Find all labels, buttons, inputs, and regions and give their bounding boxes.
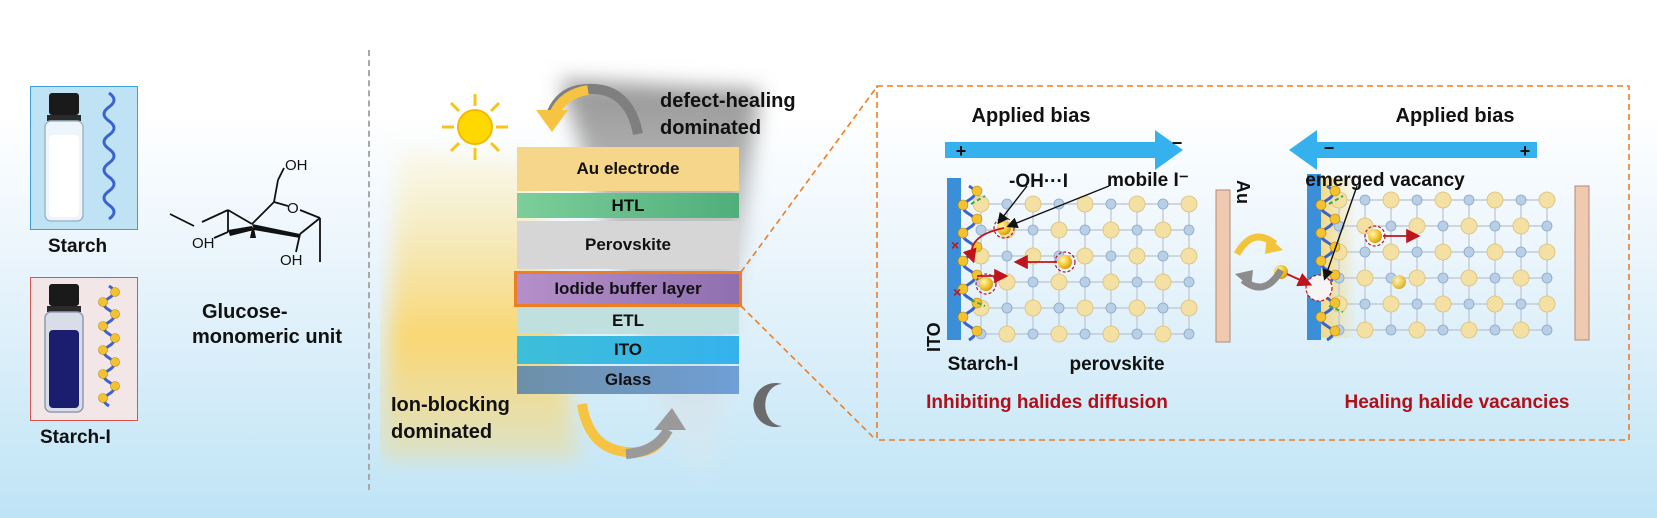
starch-vial-image xyxy=(44,91,116,222)
left-hbond-lines xyxy=(970,195,986,307)
ring-oxygen-label: O xyxy=(287,200,299,217)
glucose-molecule-structure: OH O OH OH xyxy=(169,157,321,269)
left-bias-minus: − xyxy=(1172,133,1183,153)
layer-au-electrode: Au electrode xyxy=(517,147,739,191)
au-electrode-label: Au xyxy=(1233,180,1253,204)
moon-icon xyxy=(753,383,782,427)
left-bias-title: Applied bias xyxy=(972,105,1091,127)
ion-blocking-label-line2: dominated xyxy=(391,421,493,443)
ion-blocking-label-line1: Ion-blocking xyxy=(391,394,510,416)
defect-healing-label-line1: defect-healing xyxy=(660,90,796,112)
recycle-arrows-icon xyxy=(1233,233,1285,291)
right-bias-plus: + xyxy=(1520,141,1531,161)
layer-etl: ETL xyxy=(517,307,739,334)
right-bias-minus: − xyxy=(1324,138,1335,158)
right-caption: Healing halide vacancies xyxy=(1345,392,1570,413)
right-bias-title: Applied bias xyxy=(1396,105,1515,127)
left-caption: Inhibiting halides diffusion xyxy=(926,392,1168,413)
ito-electrode-label: ITO xyxy=(924,322,944,352)
emerged-vacancy-label: emerged vacancy xyxy=(1305,170,1465,191)
layer-iodide-buffer: Iodide buffer layer xyxy=(514,271,742,307)
left-bias-arrow xyxy=(945,130,1183,170)
layer-glass: Glass xyxy=(517,366,739,394)
starch-vial-panel xyxy=(30,86,138,230)
layer-ito-label: ITO xyxy=(613,340,643,359)
layer-etl-label: ETL xyxy=(611,310,645,330)
starch-i-vial-image xyxy=(44,284,120,413)
mobile-iodide-label: mobile I⁻ xyxy=(1107,170,1189,191)
starch-label: Starch xyxy=(48,236,108,257)
left-perovskite-lattice xyxy=(972,195,1198,343)
starch-i-vial-panel xyxy=(30,277,138,421)
inset-mechanism: Applied bias + − Applied bias − + xyxy=(924,105,1590,413)
starch-i-inset-label: Starch-I xyxy=(948,354,1019,375)
defect-healing-label-line2: dominated xyxy=(660,117,762,139)
oh-bottom-label: OH xyxy=(280,252,303,269)
perovskite-inset-label: perovskite xyxy=(1069,354,1164,375)
sun-icon xyxy=(442,94,508,160)
layer-perovskite: Perovskite xyxy=(517,221,739,269)
layer-htl-label: HTL xyxy=(611,195,645,215)
svg-text:×: × xyxy=(951,237,959,253)
left-au-electrode xyxy=(1215,189,1231,343)
glucose-caption-line1: Glucose- xyxy=(202,301,288,323)
right-perovskite-lattice xyxy=(1330,191,1556,339)
glucose-caption-line2: monomeric unit xyxy=(192,326,343,348)
panel-divider xyxy=(368,50,370,490)
layer-htl: HTL xyxy=(517,193,739,218)
layer-perovskite-label: Perovskite xyxy=(585,235,671,254)
left-mobile-ions: × × xyxy=(951,185,1110,300)
layer-ito: ITO xyxy=(517,336,739,364)
cycle-arrow-top xyxy=(536,84,643,136)
oh-top-label: OH xyxy=(285,157,308,174)
layer-glass-label: Glass xyxy=(604,370,652,389)
oh-left-label: OH xyxy=(192,235,215,252)
layer-au-electrode-label: Au electrode xyxy=(576,159,680,178)
left-bias-plus: + xyxy=(956,141,967,161)
right-bias-arrow xyxy=(1289,130,1537,170)
right-hbond-lines xyxy=(1328,195,1344,313)
svg-text:×: × xyxy=(953,284,961,300)
left-ito-electrode xyxy=(947,178,961,340)
cycle-arrow-bottom xyxy=(577,403,686,459)
oh-i-bond-label: -OH···I xyxy=(1009,171,1068,192)
starch-i-label: Starch-I xyxy=(40,427,111,448)
right-au-electrode xyxy=(1574,185,1590,341)
layer-iodide-buffer-label: Iodide buffer layer xyxy=(554,279,702,298)
